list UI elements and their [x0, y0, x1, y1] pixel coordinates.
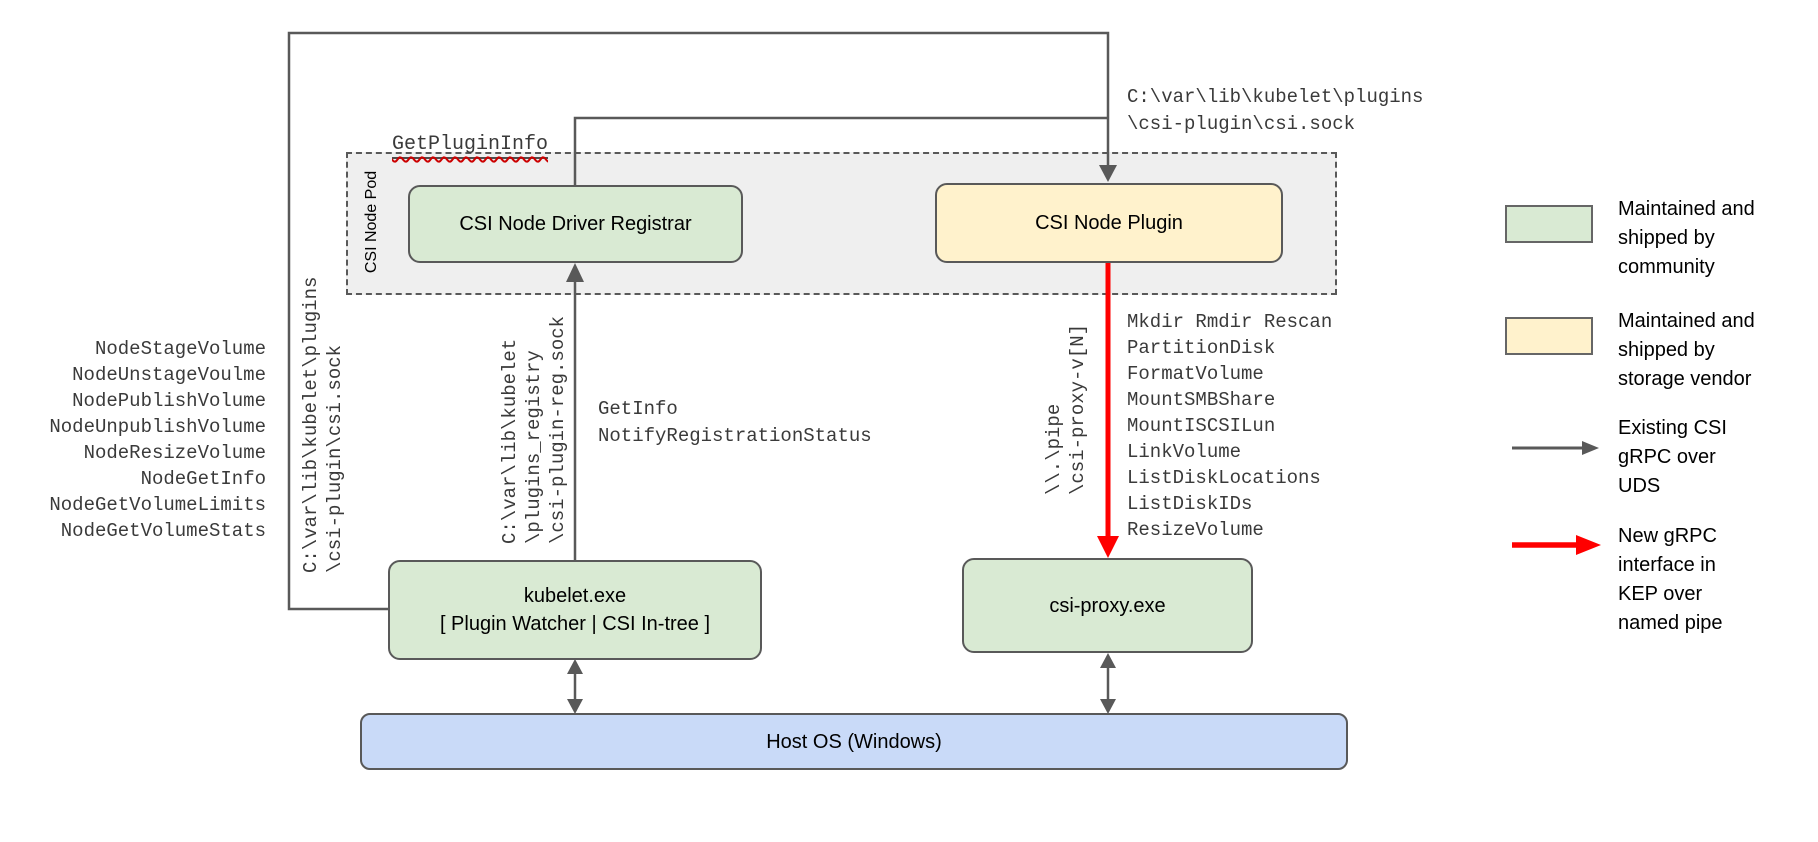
- get-plugin-info-text: GetPluginInfo: [392, 133, 549, 159]
- legend-uds-arrow: [1512, 441, 1599, 455]
- rpc-call-item: LinkVolume: [1127, 441, 1242, 463]
- legend-named-pipe-label: New gRPC interface in KEP over named pip…: [1618, 525, 1723, 634]
- kubelet-socket-path-vertical-label: C:\var\lib\kubelet\plugins \csi-plugin\c…: [300, 276, 346, 573]
- rpc-call-item: ListDiskLocations: [1127, 467, 1321, 489]
- legend-uds-label: Existing CSI gRPC over UDS: [1618, 417, 1727, 497]
- registration-calls-label: GetInfo NotifyRegistrationStatus: [598, 398, 872, 447]
- rpc-call-item: NodeGetVolumeStats: [60, 520, 266, 542]
- rpc-call-item: ResizeVolume: [1127, 519, 1264, 541]
- legend-community-swatch: [1505, 205, 1593, 243]
- legend-vendor-swatch: [1505, 317, 1593, 355]
- rpc-call-item: MountISCSILun: [1127, 415, 1276, 437]
- rpc-call-item: Mkdir Rmdir Rescan: [1127, 311, 1333, 333]
- kubelet-hostos-double-arrow: [567, 659, 583, 714]
- kubelet-box: kubelet.exe [ Plugin Watcher | CSI In-tr…: [388, 560, 762, 660]
- rpc-call-item: FormatVolume: [1127, 363, 1264, 385]
- named-pipe-vertical-label: \\.\pipe \csi-proxy-v[N]: [1043, 323, 1089, 495]
- get-plugin-info-label: GetPluginInfo: [392, 110, 549, 159]
- legend-vendor-label: Maintained and shipped by storage vendor: [1618, 310, 1755, 390]
- rpc-call-item: NodeUnpublishVolume: [49, 416, 266, 438]
- rpc-call-item: NodeResizeVolume: [83, 442, 266, 464]
- rpc-call-item: NodeUnstageVoulme: [72, 364, 266, 386]
- rpc-call-item: NodePublishVolume: [72, 390, 266, 412]
- host-os-box: Host OS (Windows): [360, 713, 1348, 770]
- rpc-call-item: ListDiskIDs: [1127, 493, 1253, 515]
- registrar-socket-path-vertical-label: C:\var\lib\kubelet \plugins_registry \cs…: [499, 315, 569, 544]
- rpc-call-item: NodeGetInfo: [140, 468, 266, 490]
- csi-node-plugin-box: CSI Node Plugin: [935, 183, 1283, 263]
- proxy-hostos-double-arrow: [1100, 653, 1116, 714]
- plugin-socket-path-label: C:\var\lib\kubelet\plugins \csi-plugin\c…: [1127, 86, 1424, 135]
- csi-proxy-box: csi-proxy.exe: [962, 558, 1253, 653]
- plugin-to-proxy-named-pipe-arrow: [1097, 263, 1119, 558]
- legend-named-pipe-arrow: [1512, 535, 1601, 555]
- legend-community-label: Maintained and shipped by community: [1618, 198, 1755, 278]
- rpc-call-item: NodeStageVolume: [94, 338, 266, 360]
- csi-node-driver-registrar-box: CSI Node Driver Registrar: [408, 185, 743, 263]
- csi-node-pod-label: CSI Node Pod: [363, 170, 380, 274]
- rpc-call-item: PartitionDisk: [1127, 337, 1276, 359]
- rpc-call-item: NodeGetVolumeLimits: [49, 494, 266, 516]
- rpc-call-item: MountSMBShare: [1127, 389, 1276, 411]
